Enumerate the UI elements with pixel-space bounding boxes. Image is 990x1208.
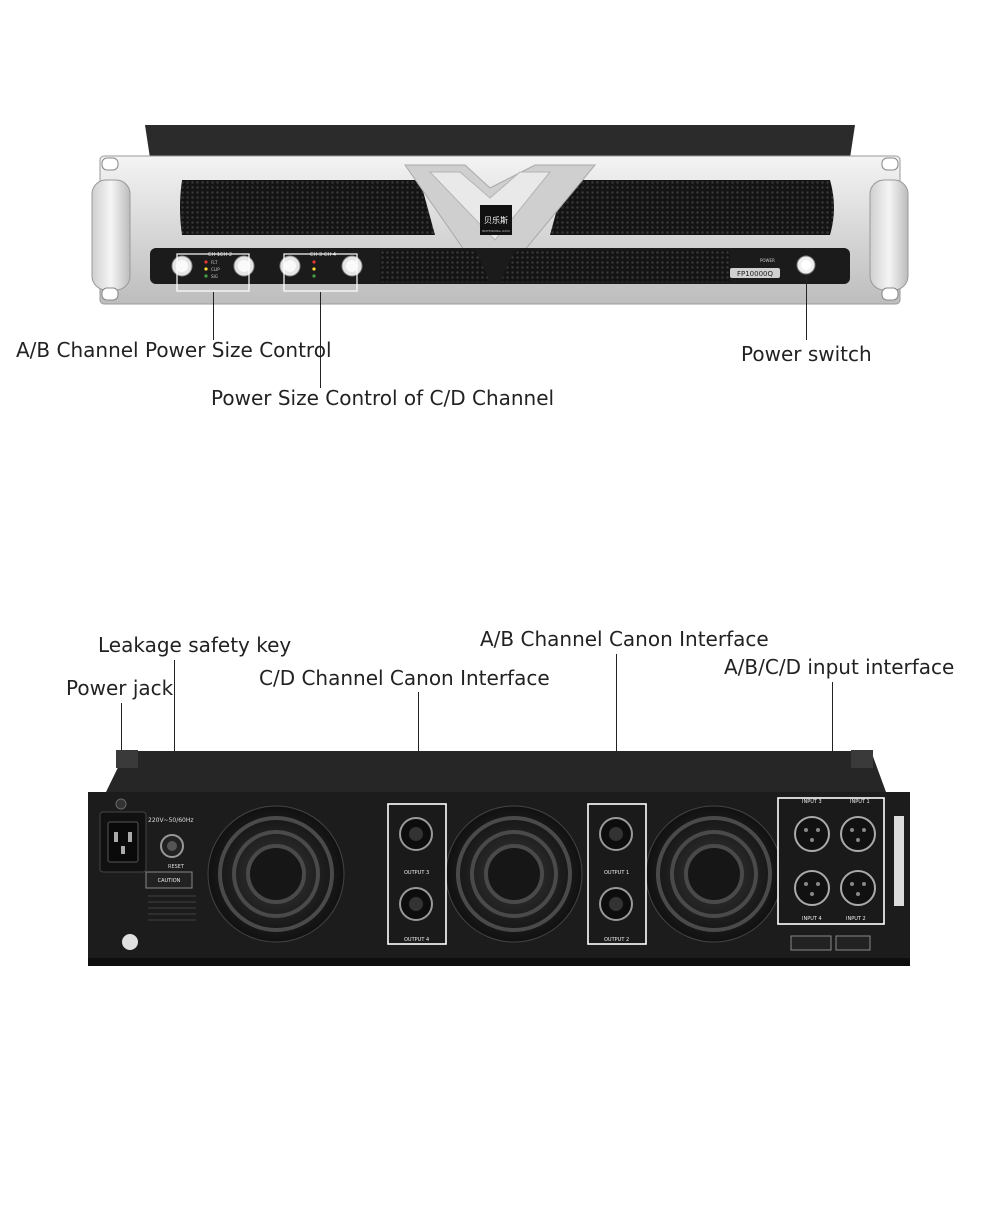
callout-leakage-key: Leakage safety key xyxy=(98,633,292,657)
input-4-label: INPUT 4 xyxy=(802,916,822,922)
leader-input-interface xyxy=(832,682,833,796)
leader-cd-canon xyxy=(418,692,419,804)
ch1-label: CH 1 xyxy=(208,252,220,258)
callout-power-switch: Power switch xyxy=(741,342,872,366)
ab-output-highlight xyxy=(587,803,647,945)
rear-panel-image: 220V~50/60Hz RESET CAUTION xyxy=(86,746,914,970)
model-label: FP10000Q xyxy=(737,270,774,278)
fan-right xyxy=(645,805,783,943)
ch4-label: CH 4 xyxy=(324,252,336,258)
output-1-label: OUTPUT 1 xyxy=(604,870,629,876)
brand-logo: 贝乐斯 xyxy=(484,215,508,225)
ch3-label: CH 3 xyxy=(310,252,322,258)
leader-cd-control xyxy=(320,292,321,388)
led-sig-label: SIG xyxy=(211,274,218,279)
leader-leakage-key xyxy=(174,660,175,818)
amplifier-rear-svg: 220V~50/60Hz RESET CAUTION xyxy=(88,750,910,966)
leader-power-switch xyxy=(806,276,807,340)
output-3-label: OUTPUT 3 xyxy=(404,870,429,876)
output-4-label: OUTPUT 4 xyxy=(404,937,429,943)
voltage-label: 220V~50/60Hz xyxy=(148,817,194,824)
input-2-xlr[interactable] xyxy=(840,870,876,906)
callout-power-jack: Power jack xyxy=(66,676,174,700)
leader-ab-control xyxy=(213,292,214,340)
reset-label: RESET xyxy=(168,864,185,870)
power-label: POWER xyxy=(760,258,775,263)
callout-ab-canon: A/B Channel Canon Interface xyxy=(480,627,769,651)
output-2-label: OUTPUT 2 xyxy=(604,937,629,943)
input-3-label: INPUT 3 xyxy=(802,799,822,805)
front-panel-image: 贝乐斯 PROFESSIONAL AUDIO CH 1 CH 2 FLT CLI… xyxy=(90,120,910,310)
input-1-label: INPUT 1 xyxy=(850,799,870,805)
input-1-xlr[interactable] xyxy=(840,816,876,852)
callout-input-interface: A/B/C/D input interface xyxy=(724,655,955,679)
callout-cd-canon: C/D Channel Canon Interface xyxy=(259,666,550,690)
leader-ab-canon xyxy=(616,654,617,804)
callout-cd-control: Power Size Control of C/D Channel xyxy=(211,386,555,410)
fan-center xyxy=(445,805,583,943)
input-4-xlr[interactable] xyxy=(794,870,830,906)
amplifier-front-svg: 贝乐斯 PROFESSIONAL AUDIO CH 1 CH 2 FLT CLI… xyxy=(91,125,909,305)
input-highlight xyxy=(777,797,885,925)
fan-left xyxy=(207,805,345,943)
input-3-xlr[interactable] xyxy=(794,816,830,852)
caution-title: CAUTION xyxy=(158,878,181,884)
led-clip-label: CLIP xyxy=(211,267,220,272)
led-flt-label: FLT xyxy=(211,260,218,265)
brand-subtitle: PROFESSIONAL AUDIO xyxy=(482,229,510,233)
callout-ab-control: A/B Channel Power Size Control xyxy=(16,338,332,362)
ch2-label: CH 2 xyxy=(220,252,232,258)
input-2-label: INPUT 2 xyxy=(846,916,866,922)
cd-output-highlight xyxy=(387,803,447,945)
